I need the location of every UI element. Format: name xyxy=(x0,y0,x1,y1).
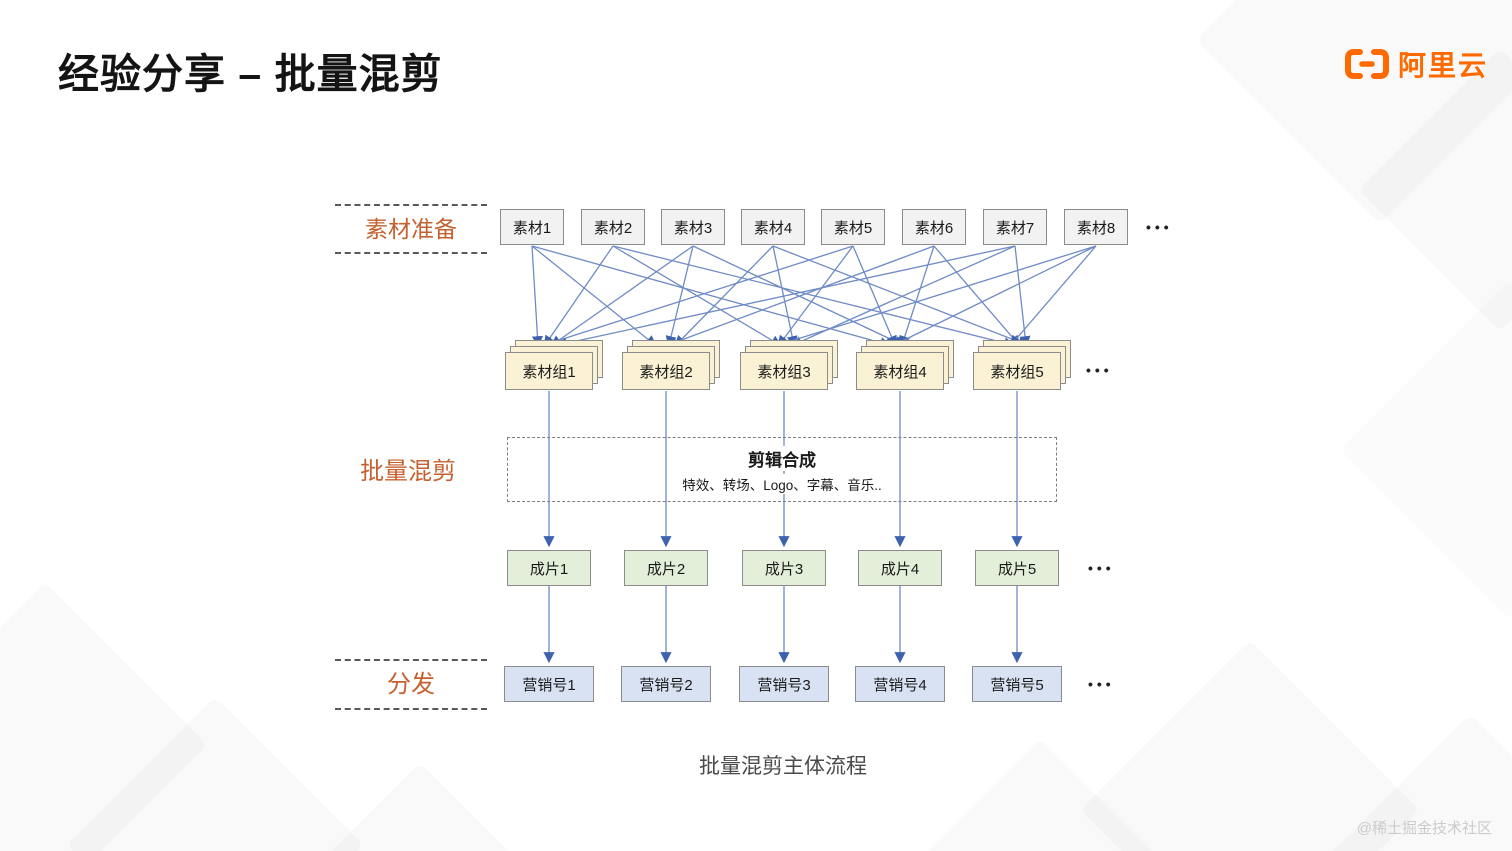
page-title: 经验分享 – 批量混剪 xyxy=(58,51,443,97)
stage-label-batch: 批量混剪 xyxy=(360,458,456,485)
film-box: 成片1 xyxy=(507,550,591,586)
materials-ellipsis: ••• xyxy=(1146,219,1173,235)
account-box: 营销号4 xyxy=(855,666,945,702)
material-group-label: 素材组3 xyxy=(740,352,828,390)
background-decor xyxy=(1340,280,1512,619)
compose-box: 剪辑合成 特效、转场、Logo、字幕、音乐.. xyxy=(507,437,1057,502)
account-box: 营销号1 xyxy=(504,666,594,702)
diagram-caption: 批量混剪主体流程 xyxy=(699,755,867,778)
material-box: 素材7 xyxy=(983,209,1047,245)
material-box: 素材6 xyxy=(902,209,966,245)
groups-ellipsis: ••• xyxy=(1086,362,1113,378)
material-group-label: 素材组5 xyxy=(973,352,1061,390)
material-box: 素材8 xyxy=(1064,209,1128,245)
material-group-stack: 素材组1 xyxy=(505,340,603,390)
account-box: 营销号3 xyxy=(739,666,829,702)
material-group-label: 素材组4 xyxy=(856,352,944,390)
material-group-label: 素材组1 xyxy=(505,352,593,390)
material-box: 素材1 xyxy=(500,209,564,245)
material-group-stack: 素材组4 xyxy=(856,340,954,390)
account-box: 营销号5 xyxy=(972,666,1062,702)
stage-label-distribute: 分发 xyxy=(335,659,487,710)
accounts-ellipsis: ••• xyxy=(1088,676,1115,692)
compose-title: 剪辑合成 xyxy=(742,445,822,471)
material-box: 素材5 xyxy=(821,209,885,245)
film-box: 成片3 xyxy=(742,550,826,586)
material-box: 素材4 xyxy=(741,209,805,245)
compose-subtitle: 特效、转场、Logo、字幕、音乐.. xyxy=(676,473,888,494)
watermark: @稀土掘金技术社区 xyxy=(1356,820,1492,837)
aliyun-logo: 阿里云 xyxy=(1343,44,1488,84)
material-group-label: 素材组2 xyxy=(622,352,710,390)
film-box: 成片4 xyxy=(858,550,942,586)
material-group-stack: 素材组3 xyxy=(740,340,838,390)
account-box: 营销号2 xyxy=(621,666,711,702)
films-ellipsis: ••• xyxy=(1088,560,1115,576)
stage-label-prepare: 素材准备 xyxy=(335,204,487,254)
film-box: 成片2 xyxy=(624,550,708,586)
material-group-stack: 素材组5 xyxy=(973,340,1071,390)
material-group-stack: 素材组2 xyxy=(622,340,720,390)
aliyun-logo-text: 阿里云 xyxy=(1397,50,1488,81)
material-box: 素材3 xyxy=(661,209,725,245)
aliyun-logo-icon xyxy=(1344,49,1389,79)
material-box: 素材2 xyxy=(581,209,645,245)
film-box: 成片5 xyxy=(975,550,1059,586)
